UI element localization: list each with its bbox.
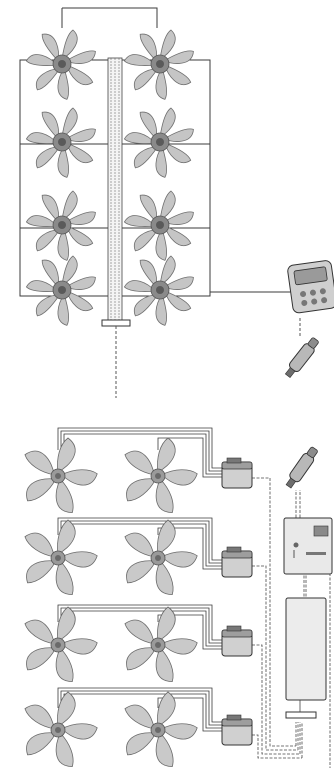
top-ribbon-cable <box>101 57 131 398</box>
fan-icon <box>121 606 200 687</box>
drive-module-icon <box>221 457 253 489</box>
fan-icon <box>122 190 197 263</box>
control-cabinet-icon <box>283 517 333 575</box>
fan-icon <box>21 691 100 769</box>
fan-icon <box>21 519 100 600</box>
fan-icon <box>24 29 99 102</box>
fan-icon <box>21 437 100 518</box>
controller-icon <box>287 260 334 314</box>
sensor-icon <box>283 444 321 491</box>
fan-icon <box>21 606 100 687</box>
fan-icon <box>122 29 197 102</box>
fan-icon <box>121 437 200 518</box>
fan-icon <box>121 519 200 600</box>
fan-icon <box>121 691 200 769</box>
bottom-wiring <box>57 427 222 732</box>
fan-icon <box>24 255 99 328</box>
junction-box-icon <box>285 597 327 719</box>
drive-module-icon <box>221 714 253 746</box>
fan-icon <box>24 190 99 263</box>
drive-module-icon <box>221 546 253 578</box>
drive-module-icon <box>221 625 253 657</box>
fan-icon <box>122 255 197 328</box>
top-section <box>19 7 334 398</box>
sensor-icon <box>282 335 322 380</box>
bottom-section <box>21 427 333 769</box>
